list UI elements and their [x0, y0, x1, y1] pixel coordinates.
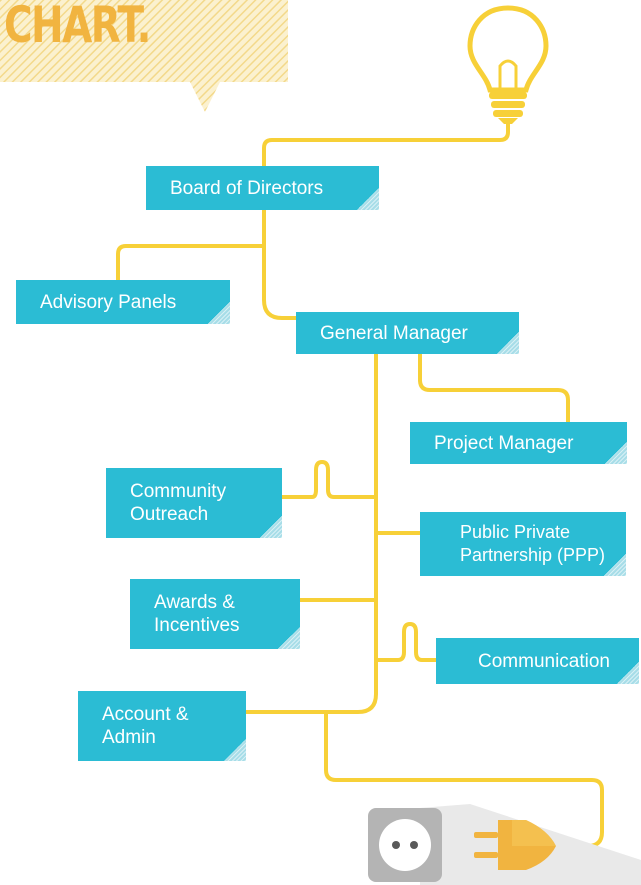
- title-area: CHART.: [0, 0, 288, 82]
- page-title: CHART.: [4, 0, 151, 54]
- node-public-private-partnership: Public Private Partnership (PPP): [420, 512, 626, 576]
- light-bulb-icon: [467, 5, 549, 124]
- node-advisory-panels: Advisory Panels: [16, 280, 230, 324]
- node-label: Account & Admin: [102, 704, 189, 748]
- node-label: Board of Directors: [170, 177, 324, 199]
- node-general-manager: General Manager: [296, 312, 519, 354]
- node-label: General Manager: [320, 322, 468, 344]
- node-label: Project Manager: [434, 432, 574, 454]
- node-community-outreach: Community Outreach: [106, 468, 282, 538]
- title-banner: [0, 0, 288, 112]
- node-board-of-directors: Board of Directors: [146, 166, 379, 210]
- node-account-admin: Account & Admin: [78, 691, 246, 761]
- node-communication: Communication: [436, 638, 639, 684]
- node-project-manager: Project Manager: [410, 422, 627, 464]
- power-plug-icon: [474, 820, 556, 870]
- node-label: Advisory Panels: [40, 291, 177, 313]
- node-awards-incentives: Awards & Incentives: [130, 579, 300, 649]
- node-label: Community Outreach: [130, 481, 227, 525]
- node-label: Awards & Incentives: [154, 592, 240, 636]
- wall-socket-icon: [368, 808, 442, 882]
- node-label: Public Private Partnership (PPP): [460, 522, 606, 565]
- node-label: Communication: [478, 650, 610, 672]
